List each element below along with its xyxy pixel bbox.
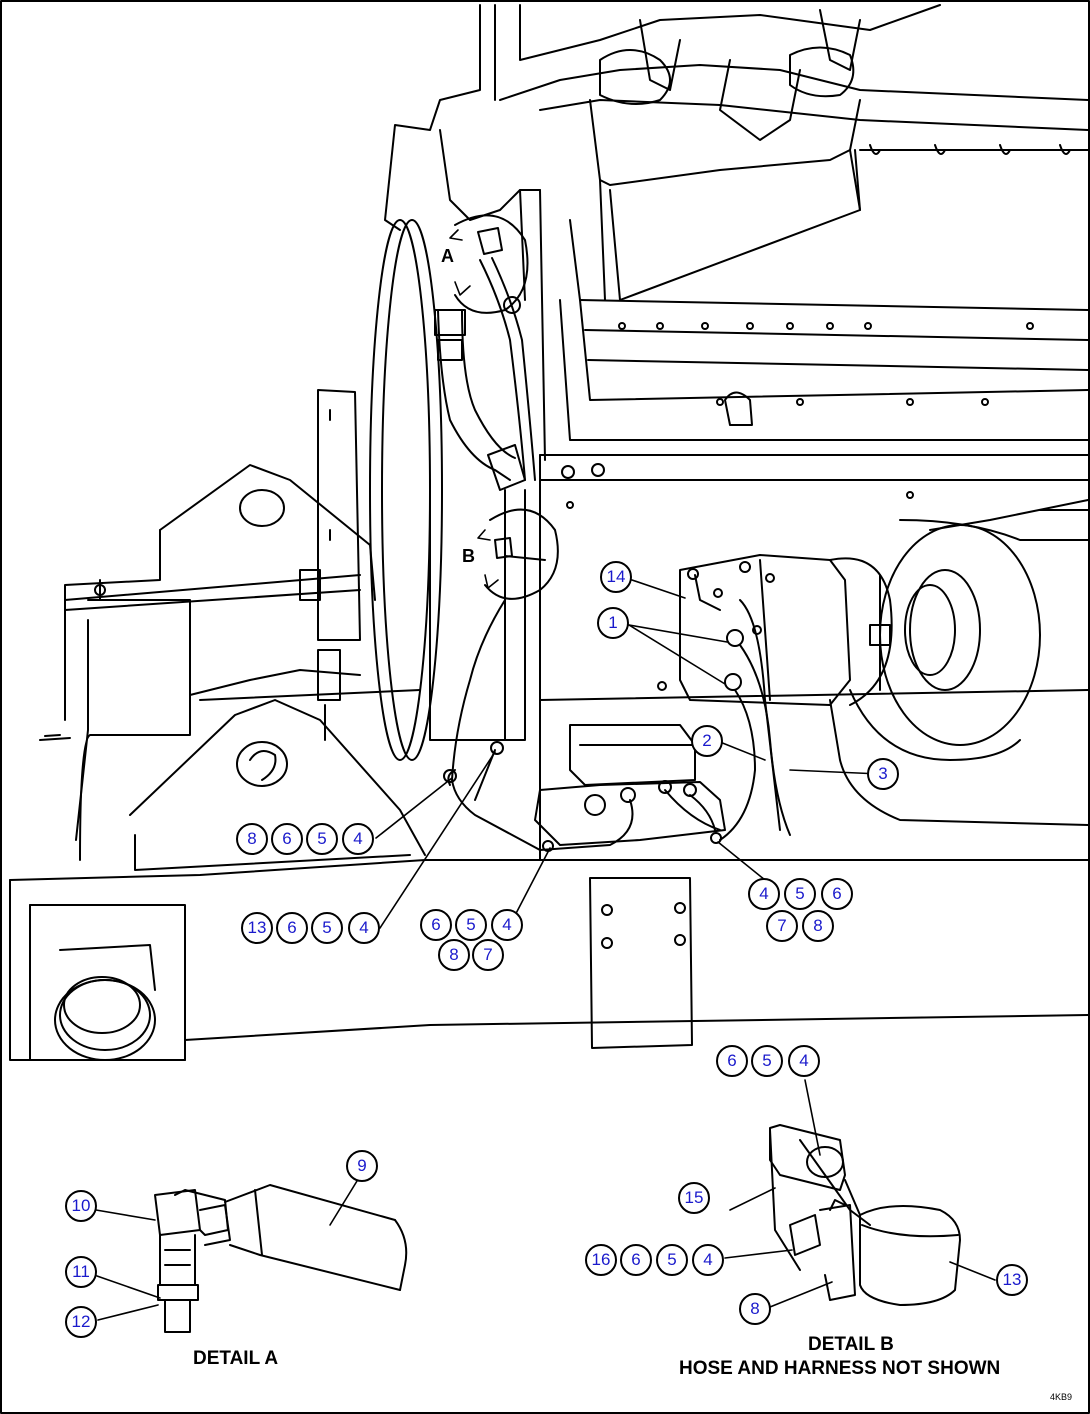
sensor-wires	[719, 599, 791, 841]
callout-group2-13: 13	[241, 912, 273, 944]
callout-group6-4: 4	[692, 1244, 724, 1276]
callout-group2-4: 4	[348, 912, 380, 944]
callout-group4-6: 6	[821, 878, 853, 910]
callout-group6-5: 5	[656, 1244, 688, 1276]
detail-b-circle	[477, 508, 559, 600]
callout-group4-8: 8	[802, 910, 834, 942]
detail-a-marker: A	[441, 246, 454, 266]
callout-group3-7: 7	[472, 939, 504, 971]
callout-group3-6: 6	[420, 909, 452, 941]
drawing-id: 4KB9	[1050, 1392, 1073, 1402]
callout-group5-6: 6	[716, 1045, 748, 1077]
detail-b-note: HOSE AND HARNESS NOT SHOWN	[679, 1358, 1001, 1379]
callout-group3-8: 8	[438, 939, 470, 971]
callout-2: 2	[691, 725, 723, 757]
leader-lines	[375, 579, 881, 929]
callout-1: 1	[597, 607, 629, 639]
callout-11: 11	[65, 1256, 97, 1288]
callout-detail-b-8: 8	[739, 1293, 771, 1325]
callout-group4-4: 4	[748, 878, 780, 910]
callout-group5-4: 4	[788, 1045, 820, 1077]
callout-group6-6: 6	[620, 1244, 652, 1276]
flywheel-housing	[317, 219, 1089, 861]
detail-b-drawing	[724, 1079, 996, 1308]
callout-group1-6: 6	[271, 823, 303, 855]
hose	[434, 257, 536, 741]
callout-group6-16: 16	[585, 1244, 617, 1276]
callout-14: 14	[600, 561, 632, 593]
callout-10: 10	[65, 1190, 97, 1222]
detail-a-caption: DETAIL A	[193, 1348, 279, 1369]
detail-b-caption: DETAIL B	[808, 1334, 894, 1355]
callout-group2-5: 5	[311, 912, 343, 944]
control-box	[534, 724, 726, 852]
callout-group4-5: 5	[784, 878, 816, 910]
callout-group1-5: 5	[306, 823, 338, 855]
detail-a-drawing	[95, 1167, 408, 1333]
callout-15: 15	[678, 1182, 710, 1214]
callout-group5-5: 5	[751, 1045, 783, 1077]
pump-assembly	[657, 499, 1089, 826]
engine-top	[384, 4, 1089, 461]
callout-group2-6: 6	[276, 912, 308, 944]
callout-9: 9	[346, 1150, 378, 1182]
callout-group3-5: 5	[455, 909, 487, 941]
callout-group1-8: 8	[236, 823, 268, 855]
frame-left	[39, 464, 426, 871]
detail-a-circle	[449, 214, 529, 314]
callout-group1-4: 4	[342, 823, 374, 855]
frame-lower	[9, 859, 1089, 1061]
callout-12: 12	[65, 1306, 97, 1338]
detail-b-marker: B	[462, 546, 475, 566]
callout-detail-b-13: 13	[996, 1264, 1028, 1296]
callout-3: 3	[867, 758, 899, 790]
callout-group4-7: 7	[766, 910, 798, 942]
callout-group3-4: 4	[491, 909, 523, 941]
